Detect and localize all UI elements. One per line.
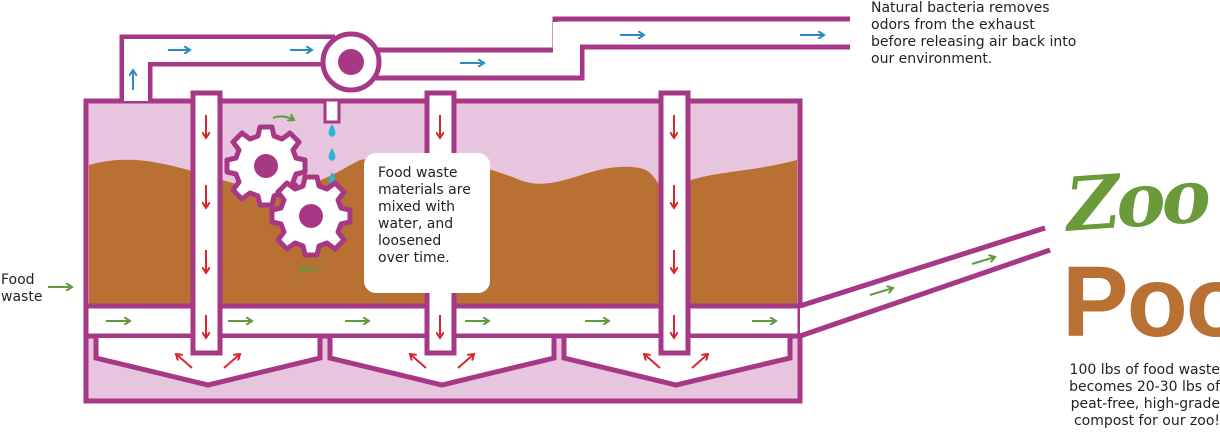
- gear-icon: [224, 124, 353, 258]
- exhaust-note: Natural bacteria removes odors from the …: [871, 0, 1077, 67]
- waste-arrows: [48, 116, 995, 321]
- air-duct: [119, 16, 850, 101]
- mix-note: Food waste materials are mixed with wate…: [364, 153, 490, 293]
- food-waste-label: Food waste: [1, 272, 43, 305]
- logo-poo: Poo: [1062, 246, 1220, 358]
- hoppers: [93, 338, 793, 388]
- result-note: 100 lbs of food waste becomes 20-30 lbs …: [1069, 362, 1220, 429]
- logo-zoo: Zoo: [1063, 153, 1210, 249]
- down-arrows: [176, 115, 708, 369]
- fan-icon: [320, 31, 382, 124]
- water-drop-icon: [328, 124, 336, 185]
- air-arrows: [133, 35, 824, 90]
